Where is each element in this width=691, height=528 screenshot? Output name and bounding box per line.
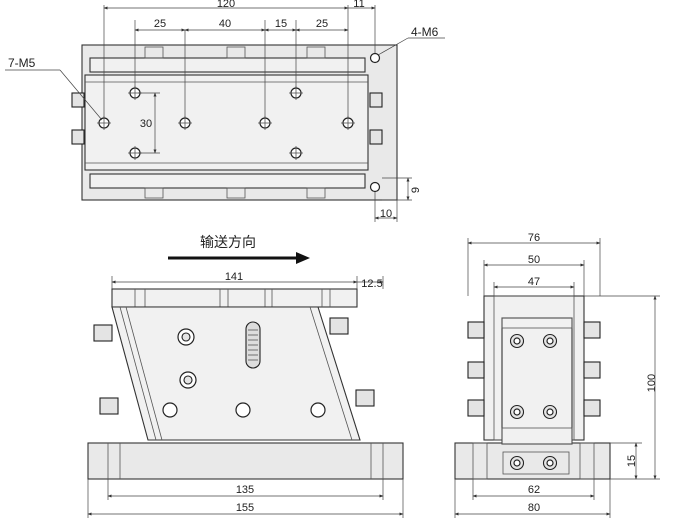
top-view-main-body	[84, 74, 369, 171]
dim-pitch-c: 15	[275, 18, 287, 30]
dim-side-base-outer-80: 80	[528, 502, 540, 514]
dim-vertical-30: 30	[140, 118, 152, 130]
dim-side-base-height-15: 15	[626, 455, 638, 467]
dim-side-height-100: 100	[646, 374, 658, 392]
front-view-slanted-body	[111, 306, 361, 441]
front-view: 输送方向	[87, 234, 404, 518]
conveying-direction-label: 输送方向	[200, 234, 256, 250]
dim-side-mid-50: 50	[528, 254, 540, 266]
dim-edge-h: 10	[380, 208, 392, 220]
dim-pitch-d: 25	[316, 18, 328, 30]
dim-front-overhang: 12.5	[361, 278, 382, 290]
dim-top-total: 120	[217, 0, 235, 10]
top-view-m6-hole	[369, 52, 381, 64]
top-view-upper-rail	[89, 57, 366, 73]
dim-side-base-width-62: 62	[528, 484, 540, 496]
callout-4-m6: 4-M6	[411, 25, 439, 39]
front-view-side-bolts	[93, 317, 375, 415]
top-view-lower-rail	[89, 173, 366, 189]
dim-front-top-141: 141	[225, 271, 243, 283]
dim-front-base-outer: 155	[236, 502, 254, 514]
side-view-side-bolts	[467, 321, 601, 417]
dim-top-offset-right: 11	[353, 0, 364, 10]
dim-edge-v: 9	[410, 187, 422, 193]
side-view: 76 50 47 100 15 62 80	[454, 232, 660, 518]
side-view-bolts	[509, 333, 558, 471]
callout-7-m5: 7-M5	[8, 56, 36, 70]
dim-pitch-b: 40	[219, 18, 231, 30]
dim-side-outer-76: 76	[528, 232, 540, 244]
dim-pitch-a: 25	[154, 18, 166, 30]
dim-front-base-inner: 135	[236, 484, 254, 496]
front-view-top-plate	[111, 288, 358, 308]
front-view-bolt-holes	[162, 328, 326, 418]
top-view: 120 11 25 40 15 25 30 9 10 7-M5 4-M6	[5, 0, 445, 222]
front-view-base	[87, 442, 404, 480]
top-view-side-bolts	[71, 92, 383, 145]
top-view-m6-hole	[369, 181, 381, 193]
dim-side-inner-47: 47	[528, 276, 540, 288]
